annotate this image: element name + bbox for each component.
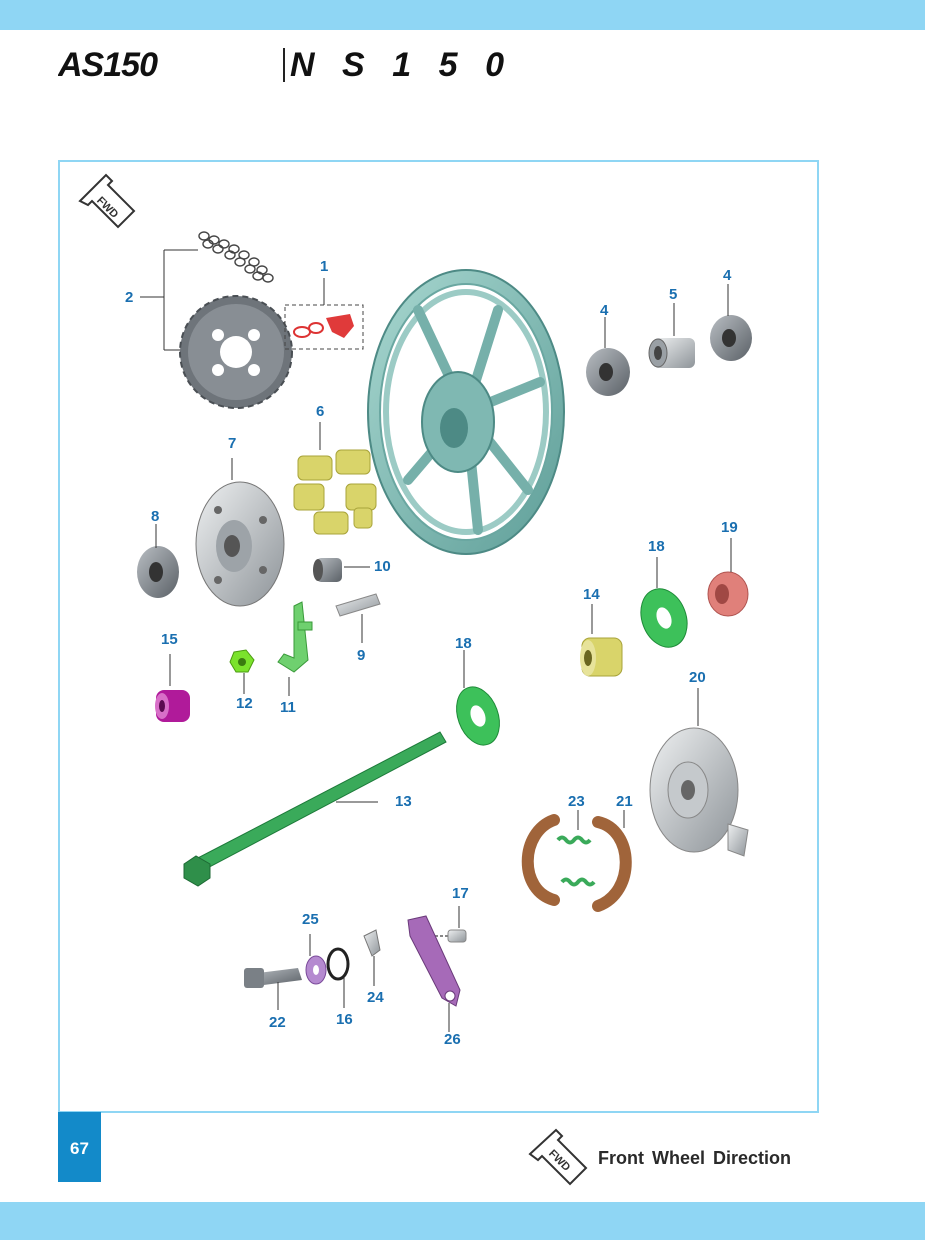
sprocket-hub	[195, 481, 285, 607]
callout-23: 23	[568, 793, 585, 810]
fwd-legend-icon: FWD	[528, 1128, 588, 1186]
callout-22: 22	[269, 1014, 286, 1031]
top-color-band	[0, 0, 925, 30]
rear-axle	[183, 731, 447, 887]
felt-washer	[305, 955, 327, 985]
axle-washer-upper	[640, 588, 688, 648]
callout-19: 19	[721, 519, 738, 536]
callout-21: 21	[616, 793, 633, 810]
brake-cam-lever	[407, 915, 461, 1007]
distance-collar	[648, 338, 695, 368]
logo-as-word: AS150	[58, 46, 158, 84]
brake-panel	[649, 727, 749, 857]
leader-lines	[140, 249, 198, 351]
callout-15: 15	[161, 631, 178, 648]
callout-9: 9	[357, 647, 366, 664]
diagram-frame	[58, 160, 819, 1113]
bottom-color-band	[0, 1202, 925, 1240]
axle-pin	[335, 593, 381, 617]
hub-bearing	[137, 546, 179, 598]
callout-18-lower: 18	[455, 635, 472, 652]
callout-5: 5	[669, 286, 678, 303]
logo-ns-word: NS150	[290, 46, 504, 84]
drive-chain	[198, 231, 274, 283]
exploded-parts-diagram: FWD	[78, 173, 752, 1032]
o-ring	[326, 947, 350, 981]
callout-10: 10	[374, 558, 391, 575]
callout-25: 25	[302, 911, 319, 928]
callout-14: 14	[583, 586, 600, 603]
wheel-bearing-left	[586, 348, 630, 396]
callout-26: 26	[444, 1031, 461, 1048]
chain-adjuster-plate	[277, 601, 313, 673]
rear-wheel	[367, 269, 565, 555]
lever-bolt	[430, 929, 467, 943]
wear-indicator	[363, 929, 381, 957]
page-number: 67	[58, 1112, 101, 1182]
callout-16: 16	[336, 1011, 353, 1028]
callout-8: 8	[151, 508, 160, 525]
callout-1: 1	[320, 258, 329, 275]
callout-11: 11	[280, 699, 296, 716]
model-logo: AS150 NS150	[58, 46, 504, 84]
callout-13: 13	[395, 793, 412, 810]
axle-nut	[229, 649, 255, 673]
fwd-legend-label: Front Wheel Direction	[598, 1148, 792, 1168]
callout-24: 24	[367, 989, 384, 1006]
brake-shoes	[521, 814, 632, 912]
oil-seal	[707, 571, 749, 617]
master-link	[293, 314, 354, 338]
callout-4-right: 4	[723, 267, 732, 284]
callout-6: 6	[316, 403, 325, 420]
callout-20: 20	[689, 669, 706, 686]
callout-12: 12	[236, 695, 253, 712]
callout-17: 17	[452, 885, 469, 902]
axle-washer-lower	[456, 686, 500, 746]
fwd-arrow-icon: FWD	[78, 173, 136, 229]
callout-7: 7	[228, 435, 237, 452]
rear-sprocket	[179, 295, 293, 409]
hub-dampers	[293, 449, 377, 535]
callout-2: 2	[125, 289, 134, 306]
callout-18-upper: 18	[648, 538, 665, 555]
shoe-springs	[556, 835, 596, 887]
callout-4-left: 4	[600, 302, 609, 319]
hub-collar	[313, 558, 342, 582]
cap-nut	[155, 690, 190, 722]
brake-cam-shaft	[244, 968, 302, 988]
side-collar	[580, 637, 623, 677]
wheel-bearing-right	[710, 315, 752, 361]
